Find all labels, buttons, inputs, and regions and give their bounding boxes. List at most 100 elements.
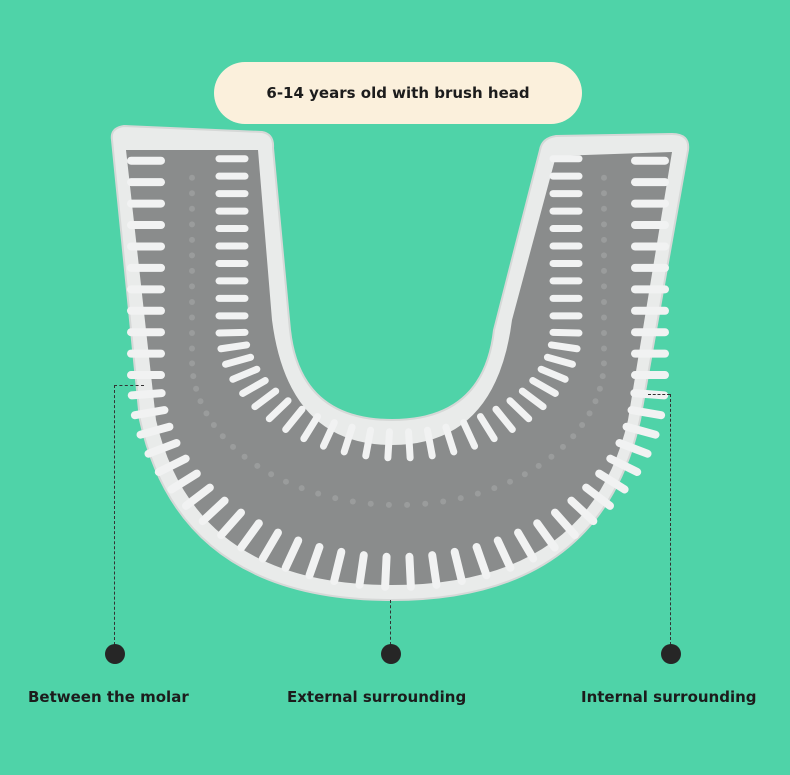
bristle bbox=[362, 426, 375, 460]
bristle-nub bbox=[521, 471, 528, 478]
left-leader-vertical bbox=[114, 385, 115, 645]
bristle bbox=[533, 519, 559, 552]
bristle bbox=[405, 552, 415, 591]
bristle bbox=[627, 406, 666, 420]
bristle-nub bbox=[601, 190, 607, 197]
bristle-nub bbox=[404, 501, 411, 508]
bristle bbox=[237, 519, 263, 552]
bristle bbox=[217, 508, 245, 540]
bristle-nub bbox=[189, 221, 195, 228]
bristle-nub bbox=[189, 329, 195, 336]
bristle bbox=[330, 547, 346, 585]
right-leader-horizontal bbox=[648, 394, 670, 395]
bristle-nub bbox=[601, 298, 607, 305]
bristle bbox=[543, 353, 576, 368]
bristle bbox=[319, 419, 338, 450]
bristle-nub bbox=[189, 267, 195, 274]
bristle-nub bbox=[193, 385, 200, 392]
bristle-nub bbox=[367, 500, 374, 507]
bristle bbox=[258, 528, 282, 563]
bristle bbox=[384, 428, 393, 462]
bristle bbox=[622, 422, 660, 439]
bristle-nub bbox=[601, 174, 607, 181]
bristle-nub bbox=[268, 471, 275, 478]
bristle bbox=[567, 496, 598, 526]
bristle-nub bbox=[570, 433, 577, 440]
bristle-nub bbox=[189, 190, 195, 197]
bristle-nub bbox=[599, 373, 606, 380]
bristle-nub bbox=[189, 360, 196, 367]
bristle-nub bbox=[189, 236, 195, 243]
bristle-nub bbox=[601, 329, 607, 336]
age-banner-text: 6-14 years old with brush head bbox=[266, 84, 530, 102]
bristle-nub bbox=[601, 267, 607, 274]
bristle bbox=[305, 542, 324, 580]
bristle bbox=[595, 469, 629, 494]
bristle bbox=[514, 528, 538, 563]
bristle bbox=[537, 365, 569, 383]
nub-group bbox=[189, 174, 607, 508]
bristle bbox=[229, 365, 261, 383]
bristle bbox=[460, 419, 479, 450]
bristle bbox=[547, 341, 581, 353]
bristle-nub bbox=[210, 422, 217, 429]
bristle-nub bbox=[559, 443, 566, 450]
bristle-nub bbox=[197, 398, 204, 405]
bristle-nub bbox=[189, 314, 195, 321]
right-leader-vertical bbox=[670, 394, 671, 645]
bristle-nub bbox=[535, 462, 542, 469]
bristle bbox=[442, 423, 458, 456]
bristle bbox=[300, 413, 322, 443]
bristle bbox=[130, 406, 169, 420]
bristle bbox=[381, 552, 391, 591]
bristle bbox=[265, 397, 292, 423]
bristle bbox=[476, 413, 498, 443]
bristle-nub bbox=[601, 314, 607, 321]
bristle bbox=[222, 353, 255, 368]
bristle bbox=[182, 483, 214, 510]
bristle-nub bbox=[315, 490, 322, 497]
brush-base bbox=[126, 150, 672, 585]
bristle bbox=[167, 469, 201, 494]
bristle-nub bbox=[592, 398, 599, 405]
label-internal-surrounding: Internal surrounding bbox=[581, 688, 757, 706]
bristle bbox=[405, 428, 414, 462]
label-external-surrounding: External surrounding bbox=[287, 688, 467, 706]
bristle bbox=[136, 422, 174, 439]
bristle bbox=[281, 536, 303, 572]
bristle bbox=[154, 454, 190, 476]
bristle bbox=[493, 536, 515, 572]
bristle-group bbox=[127, 155, 669, 591]
bristle bbox=[428, 551, 441, 589]
bristle bbox=[215, 328, 249, 337]
bristle bbox=[529, 377, 559, 397]
bristle bbox=[549, 328, 583, 337]
bristle-nub bbox=[596, 385, 603, 392]
bristle-nub bbox=[203, 410, 210, 417]
bristle-nub bbox=[601, 283, 607, 290]
bristle bbox=[423, 426, 436, 460]
bristle bbox=[282, 405, 306, 433]
bristle bbox=[551, 508, 579, 540]
bristle bbox=[340, 423, 356, 456]
bristle-nub bbox=[601, 205, 607, 212]
right-marker-dot bbox=[661, 644, 681, 664]
center-marker-dot bbox=[381, 644, 401, 664]
bristle-nub bbox=[440, 498, 447, 505]
bristle-nub bbox=[282, 478, 289, 485]
bristle-nub bbox=[190, 373, 197, 380]
bristle-nub bbox=[219, 433, 226, 440]
bristle-nub bbox=[491, 485, 498, 492]
bristle bbox=[251, 387, 280, 411]
bristle-nub bbox=[254, 462, 261, 469]
bristle-nub bbox=[241, 453, 248, 460]
bristle-nub bbox=[457, 495, 464, 502]
bristle bbox=[492, 405, 516, 433]
bristle bbox=[144, 439, 181, 458]
bristle bbox=[518, 387, 547, 411]
bristle bbox=[450, 547, 466, 585]
bristle-nub bbox=[189, 205, 195, 212]
bristle-nub bbox=[189, 345, 195, 352]
bristle-nub bbox=[600, 360, 607, 367]
left-marker-dot bbox=[105, 644, 125, 664]
